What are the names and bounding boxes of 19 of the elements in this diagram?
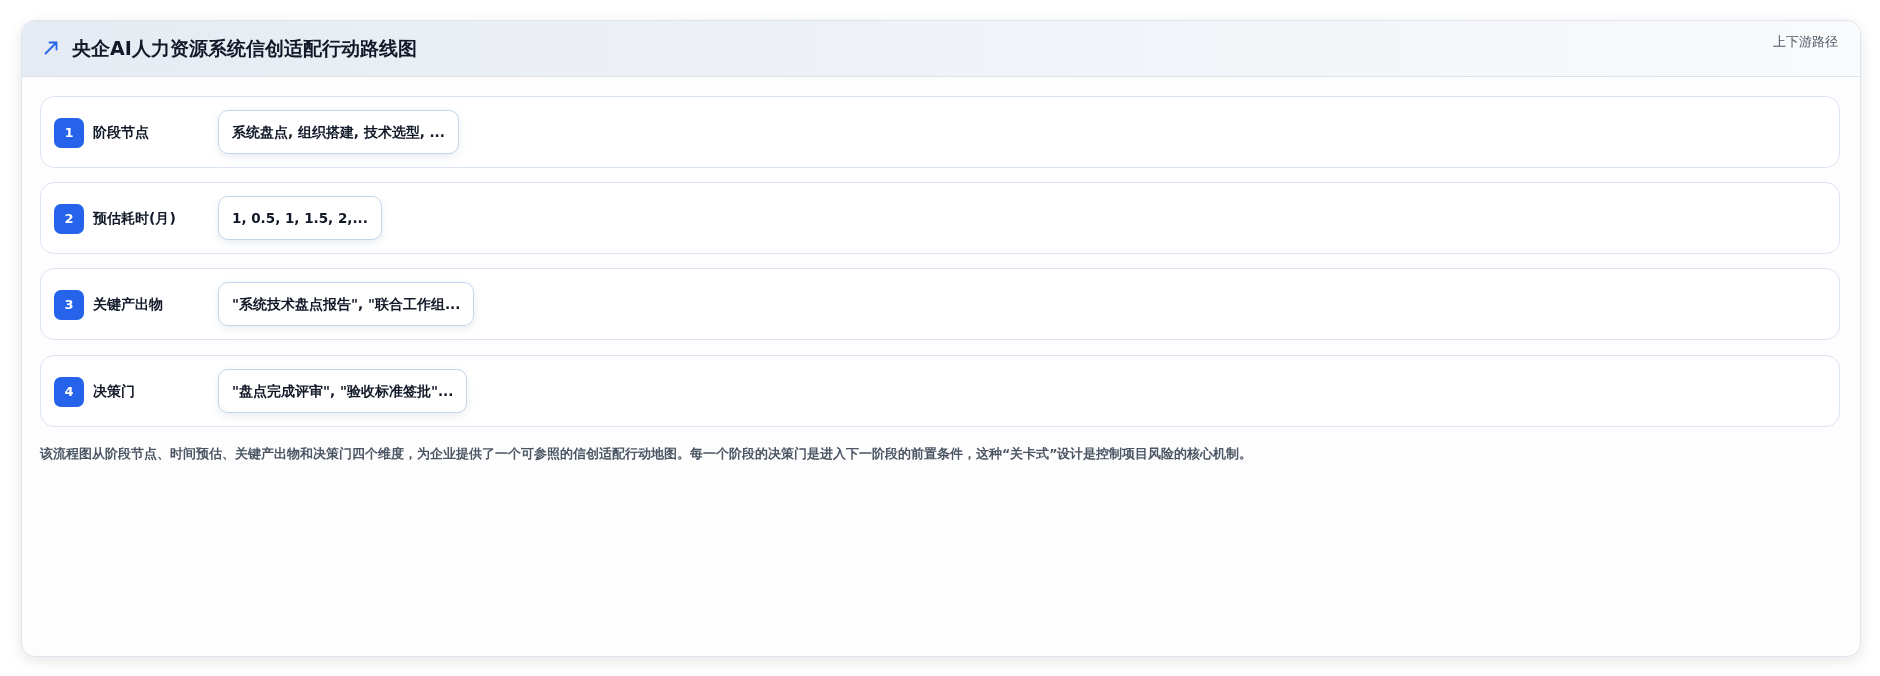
number-badge: 2 [54, 204, 84, 234]
row-panel [40, 96, 1840, 168]
row-label: 预估耗时(月) [93, 209, 176, 228]
row-panel [40, 182, 1840, 254]
number-badge: 1 [54, 118, 84, 148]
header-note: 上下游路径 [1773, 33, 1838, 51]
row-panel [40, 268, 1840, 340]
value-chip: "系统技术盘点报告", "联合工作组... [218, 282, 475, 326]
caption-text: 该流程图从阶段节点、时间预估、关键产出物和决策门四个维度，为企业提供了一个可参照的信创适配行动地图。每一个阶段的决策门是进入下一阶段的前置条件，这种“关卡式”设计是控制项目风险的核心机制。 [40, 445, 1253, 463]
number-badge: 3 [54, 290, 84, 320]
row-label: 关键产出物 [93, 295, 163, 314]
diagram-title: 央企AI人力资源系统信创适配行动路线图 [72, 36, 417, 61]
number-badge: 4 [54, 377, 84, 407]
row-label: 阶段节点 [93, 123, 149, 142]
value-chip: "盘点完成评审", "验收标准签批"... [218, 369, 468, 413]
value-chip: 1, 0.5, 1, 1.5, 2,... [218, 196, 382, 240]
row-label: 决策门 [93, 382, 135, 401]
value-chip: 系统盘点, 组织搭建, 技术选型, ... [218, 110, 459, 154]
row-panel [40, 355, 1840, 427]
